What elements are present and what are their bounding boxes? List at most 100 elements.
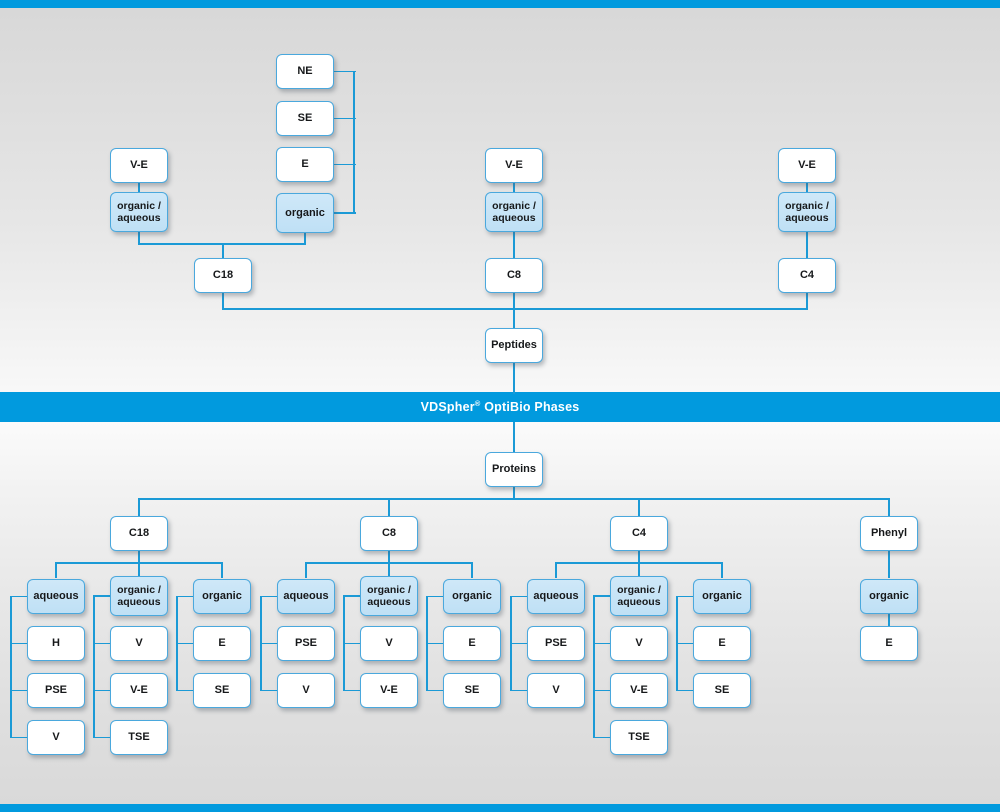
- connector-vertical: [513, 363, 515, 394]
- proteins-c18-child-v-0[interactable]: V: [110, 626, 168, 661]
- peptides-c18-org-child-ne[interactable]: NE: [276, 54, 334, 89]
- proteins-c4-child-se-1[interactable]: SE: [693, 673, 751, 708]
- peptides-chain-c8[interactable]: C8: [485, 258, 543, 293]
- proteins-c18-mode-organic-aqueous[interactable]: organic /aqueous: [110, 576, 168, 616]
- node-label: organic /: [492, 199, 536, 212]
- proteins-chain-c4[interactable]: C4: [610, 516, 668, 551]
- connector-horizontal: [11, 642, 29, 645]
- proteins-root[interactable]: Proteins: [485, 452, 543, 487]
- proteins-phenyl-mode-organic[interactable]: organic: [860, 579, 918, 614]
- node-label: aqueous: [33, 590, 79, 603]
- proteins-c4-child-tse-2[interactable]: TSE: [610, 720, 668, 755]
- connector-horizontal: [177, 642, 195, 645]
- connector-horizontal: [94, 736, 112, 739]
- connector-horizontal: [344, 642, 362, 645]
- peptides-root[interactable]: Peptides: [485, 328, 543, 363]
- node-label: SE: [714, 684, 730, 697]
- proteins-c8-child-ve-1[interactable]: V-E: [360, 673, 418, 708]
- node-label: V-E: [630, 684, 648, 697]
- connector-horizontal: [138, 498, 890, 500]
- proteins-c4-child-v-1[interactable]: V: [527, 673, 585, 708]
- node-label-wrap: organic /aqueous: [117, 584, 161, 609]
- node-label-wrap: organic /aqueous: [492, 200, 536, 225]
- top-accent-bar: [0, 0, 1000, 8]
- node-label-line2: aqueous: [617, 596, 661, 608]
- proteins-c4-child-pse-0[interactable]: PSE: [527, 626, 585, 661]
- peptides-c8-oa-child-v-e[interactable]: V-E: [485, 148, 543, 183]
- peptides-c18-mode-organic[interactable]: organic: [276, 193, 334, 233]
- connector-vertical: [888, 614, 890, 628]
- connector-vertical: [138, 498, 140, 518]
- connector-vertical: [888, 498, 890, 518]
- connector-vertical: [138, 551, 140, 564]
- bottom-accent-bar: [0, 804, 1000, 812]
- proteins-c18-child-tse-2[interactable]: TSE: [110, 720, 168, 755]
- proteins-c8-mode-organic[interactable]: organic: [443, 579, 501, 614]
- connector-vertical: [513, 183, 515, 194]
- proteins-c4-child-ve-1[interactable]: V-E: [610, 673, 668, 708]
- proteins-c18-mode-aqueous[interactable]: aqueous: [27, 579, 85, 614]
- banner-title: VDSpher® OptiBio Phases: [420, 399, 580, 415]
- connector-horizontal: [94, 595, 112, 597]
- peptides-c4-oa-child-v-e[interactable]: V-E: [778, 148, 836, 183]
- connector-vertical: [806, 183, 808, 194]
- proteins-chain-c8[interactable]: C8: [360, 516, 418, 551]
- proteins-c4-mode-aqueous[interactable]: aqueous: [527, 579, 585, 614]
- proteins-c4-child-v-0[interactable]: V: [610, 626, 668, 661]
- node-label: SE: [464, 684, 480, 697]
- connector-vertical: [388, 498, 390, 518]
- proteins-c4-child-e-0[interactable]: E: [693, 626, 751, 661]
- connector-horizontal: [511, 642, 529, 645]
- connector-horizontal: [334, 163, 356, 166]
- node-label-line2: aqueous: [492, 212, 536, 224]
- proteins-chain-phenyl[interactable]: Phenyl: [860, 516, 918, 551]
- peptides-c8-mode-organic-aqueous[interactable]: organic /aqueous: [485, 192, 543, 232]
- connector-horizontal: [511, 595, 529, 598]
- proteins-c8-mode-aqueous[interactable]: aqueous: [277, 579, 335, 614]
- proteins-c18-child-e-0[interactable]: E: [193, 626, 251, 661]
- peptides-c18-oa-child-v-e[interactable]: V-E: [110, 148, 168, 183]
- connector-vertical: [260, 595, 262, 692]
- proteins-c8-child-e-0[interactable]: E: [443, 626, 501, 661]
- proteins-c18-child-v-2[interactable]: V: [27, 720, 85, 755]
- proteins-c8-child-v-1[interactable]: V: [277, 673, 335, 708]
- node-label: organic /: [617, 583, 661, 596]
- proteins-chain-c18[interactable]: C18: [110, 516, 168, 551]
- peptides-chain-c18[interactable]: C18: [194, 258, 252, 293]
- connector-vertical: [388, 551, 390, 564]
- proteins-phenyl-child-e[interactable]: E: [860, 626, 918, 661]
- proteins-c18-child-h-0[interactable]: H: [27, 626, 85, 661]
- node-label: PSE: [44, 684, 67, 697]
- connector-vertical: [222, 293, 224, 310]
- node-label: V-E: [505, 159, 523, 172]
- peptides-c4-mode-organic-aqueous[interactable]: organic /aqueous: [778, 192, 836, 232]
- connector-horizontal: [177, 689, 195, 692]
- node-label: V: [635, 637, 643, 650]
- node-label: PSE: [294, 637, 317, 650]
- peptides-c18-mode-organic-aqueous[interactable]: organic /aqueous: [110, 192, 168, 232]
- proteins-c4-mode-organic-aqueous[interactable]: organic /aqueous: [610, 576, 668, 616]
- connector-horizontal: [334, 70, 356, 73]
- node-label: V: [52, 731, 60, 744]
- proteins-c18-child-pse-1[interactable]: PSE: [27, 673, 85, 708]
- proteins-c4-mode-organic[interactable]: organic: [693, 579, 751, 614]
- proteins-c8-child-se-1[interactable]: SE: [443, 673, 501, 708]
- peptides-chain-c4[interactable]: C4: [778, 258, 836, 293]
- proteins-c18-child-se-1[interactable]: SE: [193, 673, 251, 708]
- connector-vertical: [555, 562, 557, 578]
- proteins-c8-child-v-0[interactable]: V: [360, 626, 418, 661]
- connector-horizontal: [11, 689, 29, 692]
- connector-vertical: [471, 562, 473, 578]
- proteins-c8-mode-organic-aqueous[interactable]: organic /aqueous: [360, 576, 418, 616]
- peptides-c18-org-child-e[interactable]: E: [276, 147, 334, 182]
- proteins-c18-mode-organic[interactable]: organic: [193, 579, 251, 614]
- proteins-c18-child-ve-1[interactable]: V-E: [110, 673, 168, 708]
- proteins-c8-child-pse-0[interactable]: PSE: [277, 626, 335, 661]
- connector-vertical: [676, 595, 678, 692]
- peptides-c18-org-child-se[interactable]: SE: [276, 101, 334, 136]
- node-label: aqueous: [533, 590, 579, 603]
- node-label: aqueous: [283, 590, 329, 603]
- node-label-line2: aqueous: [117, 212, 161, 224]
- node-label: V-E: [130, 684, 148, 697]
- connector-horizontal: [427, 689, 445, 692]
